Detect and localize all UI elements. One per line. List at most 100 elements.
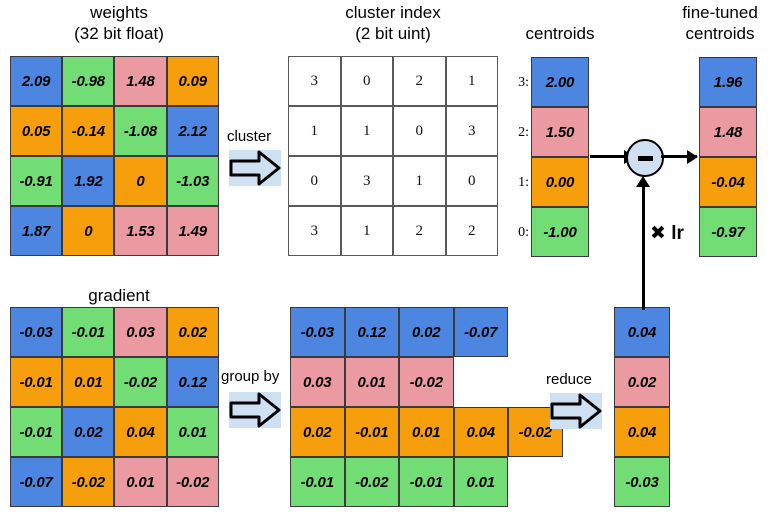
weights-cell: 1.87 bbox=[10, 206, 63, 256]
minus-icon bbox=[637, 155, 653, 161]
reduced-gradient-cell: -0.03 bbox=[614, 457, 670, 507]
weights-cell: 1.92 bbox=[62, 156, 115, 206]
centroid-row-labels: 3: 2: 1: 0: bbox=[505, 57, 529, 257]
centroid-row-label: 2: bbox=[518, 125, 529, 140]
minus-to-fine-tuned-arrowhead bbox=[687, 149, 698, 164]
weights-cell: -0.91 bbox=[10, 156, 63, 206]
reduced-gradient-cell: 0.04 bbox=[614, 407, 670, 457]
gradient-cell: -0.01 bbox=[10, 357, 63, 407]
gradient-heading: gradient bbox=[88, 286, 150, 305]
gradient-cell: -0.03 bbox=[10, 307, 63, 357]
gradient-cell: -0.07 bbox=[10, 457, 63, 507]
cluster-index-cell: 2 bbox=[393, 206, 446, 256]
grouped-gradient-cell: 0.01 bbox=[399, 407, 454, 457]
grouped-gradient-cell: -0.01 bbox=[344, 407, 399, 457]
reduce-block-arrow bbox=[550, 393, 602, 429]
weights-cell: 2.09 bbox=[10, 56, 63, 106]
cluster-index-cell: 1 bbox=[288, 106, 341, 156]
gradient-cell: -0.01 bbox=[10, 407, 63, 457]
centroids-heading: centroids bbox=[525, 24, 595, 43]
cluster-index-cell: 2 bbox=[393, 56, 446, 106]
subtract-node bbox=[626, 139, 664, 177]
centroid-row-label: 0: bbox=[518, 225, 529, 240]
cluster-index-cell: 0 bbox=[340, 56, 393, 106]
grouped-gradient-cell: -0.02 bbox=[344, 457, 399, 507]
centroid-row-label: 1: bbox=[518, 175, 529, 190]
cluster-index-cell: 3 bbox=[288, 56, 341, 106]
weights-cell: 1.53 bbox=[114, 206, 167, 256]
gradient-cell: 0.01 bbox=[114, 457, 167, 507]
grouped-gradient-cell: -0.01 bbox=[290, 457, 345, 507]
gradient-cell: 0.02 bbox=[166, 307, 219, 357]
weights-cell: -1.03 bbox=[166, 156, 219, 206]
weights-cell: 1.49 bbox=[166, 206, 219, 256]
weights-cell: 0 bbox=[62, 206, 115, 256]
weights-cell: 0 bbox=[114, 156, 167, 206]
weights-heading: weights (32 bit float) bbox=[74, 3, 164, 43]
weights-cell: 0.05 bbox=[10, 106, 63, 156]
cluster-arrow-label: cluster bbox=[227, 128, 272, 145]
group-by-arrow-label: group by bbox=[221, 368, 280, 385]
fine-tuned-centroid-cell: 1.48 bbox=[699, 107, 757, 157]
gradient-cell: 0.03 bbox=[114, 307, 167, 357]
gradient-cell: -0.02 bbox=[62, 457, 115, 507]
grouped-gradient-cell: 0.12 bbox=[344, 307, 399, 357]
weights-cell: -0.14 bbox=[62, 106, 115, 156]
weights-cell: 0.09 bbox=[166, 56, 219, 106]
centroid-row-label: 3: bbox=[518, 75, 529, 90]
gradient-cell: 0.12 bbox=[166, 357, 219, 407]
grouped-gradient-cell: 0.01 bbox=[344, 357, 399, 407]
lr-arrowhead bbox=[636, 176, 650, 187]
gradient-cell: -0.02 bbox=[114, 357, 167, 407]
minus-to-fine-tuned-line bbox=[661, 155, 697, 158]
gradient-cell: -0.01 bbox=[62, 307, 115, 357]
cluster-index-cell: 0 bbox=[288, 156, 341, 206]
gradient-cell: 0.01 bbox=[166, 407, 219, 457]
grouped-gradient-cell: 0.03 bbox=[290, 357, 345, 407]
lr-vertical-line bbox=[641, 185, 645, 310]
gradient-cell: 0.02 bbox=[62, 407, 115, 457]
reduced-gradient-cell: 0.04 bbox=[614, 307, 670, 357]
cluster-index-cell: 1 bbox=[445, 56, 498, 106]
weights-cell: 1.48 bbox=[114, 56, 167, 106]
group-by-block-arrow bbox=[229, 392, 281, 428]
gradient-cell: 0.04 bbox=[114, 407, 167, 457]
gradient-cell: -0.02 bbox=[166, 457, 219, 507]
weights-cell: -0.98 bbox=[62, 56, 115, 106]
grouped-gradient-cell: -0.07 bbox=[453, 307, 508, 357]
grouped-gradient-cell: -0.03 bbox=[290, 307, 345, 357]
cluster-index-cell: 2 bbox=[445, 206, 498, 256]
weights-cell: 2.12 bbox=[166, 106, 219, 156]
centroid-cell: 2.00 bbox=[531, 57, 589, 107]
grouped-gradient-cell: 0.01 bbox=[453, 457, 508, 507]
cluster-index-cell: 3 bbox=[445, 106, 498, 156]
fine-tuned-centroid-cell: -0.04 bbox=[699, 157, 757, 207]
centroid-cell: 0.00 bbox=[531, 157, 589, 207]
grouped-gradient-cell: 0.04 bbox=[453, 407, 508, 457]
lr-multiplier-label: ✖ lr bbox=[650, 223, 684, 244]
cluster-index-cell: 0 bbox=[445, 156, 498, 206]
cluster-index-cell: 0 bbox=[393, 106, 446, 156]
grouped-gradient-cell: 0.02 bbox=[290, 407, 345, 457]
weights-cell: -1.08 bbox=[114, 106, 167, 156]
cluster-index-cell: 1 bbox=[340, 206, 393, 256]
cluster-index-cell: 3 bbox=[288, 206, 341, 256]
reduce-arrow-label: reduce bbox=[546, 371, 592, 388]
fine-tuned-centroid-cell: 1.96 bbox=[699, 57, 757, 107]
cluster-block-arrow bbox=[229, 150, 281, 186]
cluster-index-cell: 1 bbox=[393, 156, 446, 206]
centroid-cell: -1.00 bbox=[531, 207, 589, 257]
centroid-cell: 1.50 bbox=[531, 107, 589, 157]
reduced-gradient-cell: 0.02 bbox=[614, 357, 670, 407]
cluster-index-heading: cluster index (2 bit uint) bbox=[345, 3, 441, 43]
cluster-index-cell: 1 bbox=[340, 106, 393, 156]
fine-tuned-centroid-cell: -0.97 bbox=[699, 207, 757, 257]
